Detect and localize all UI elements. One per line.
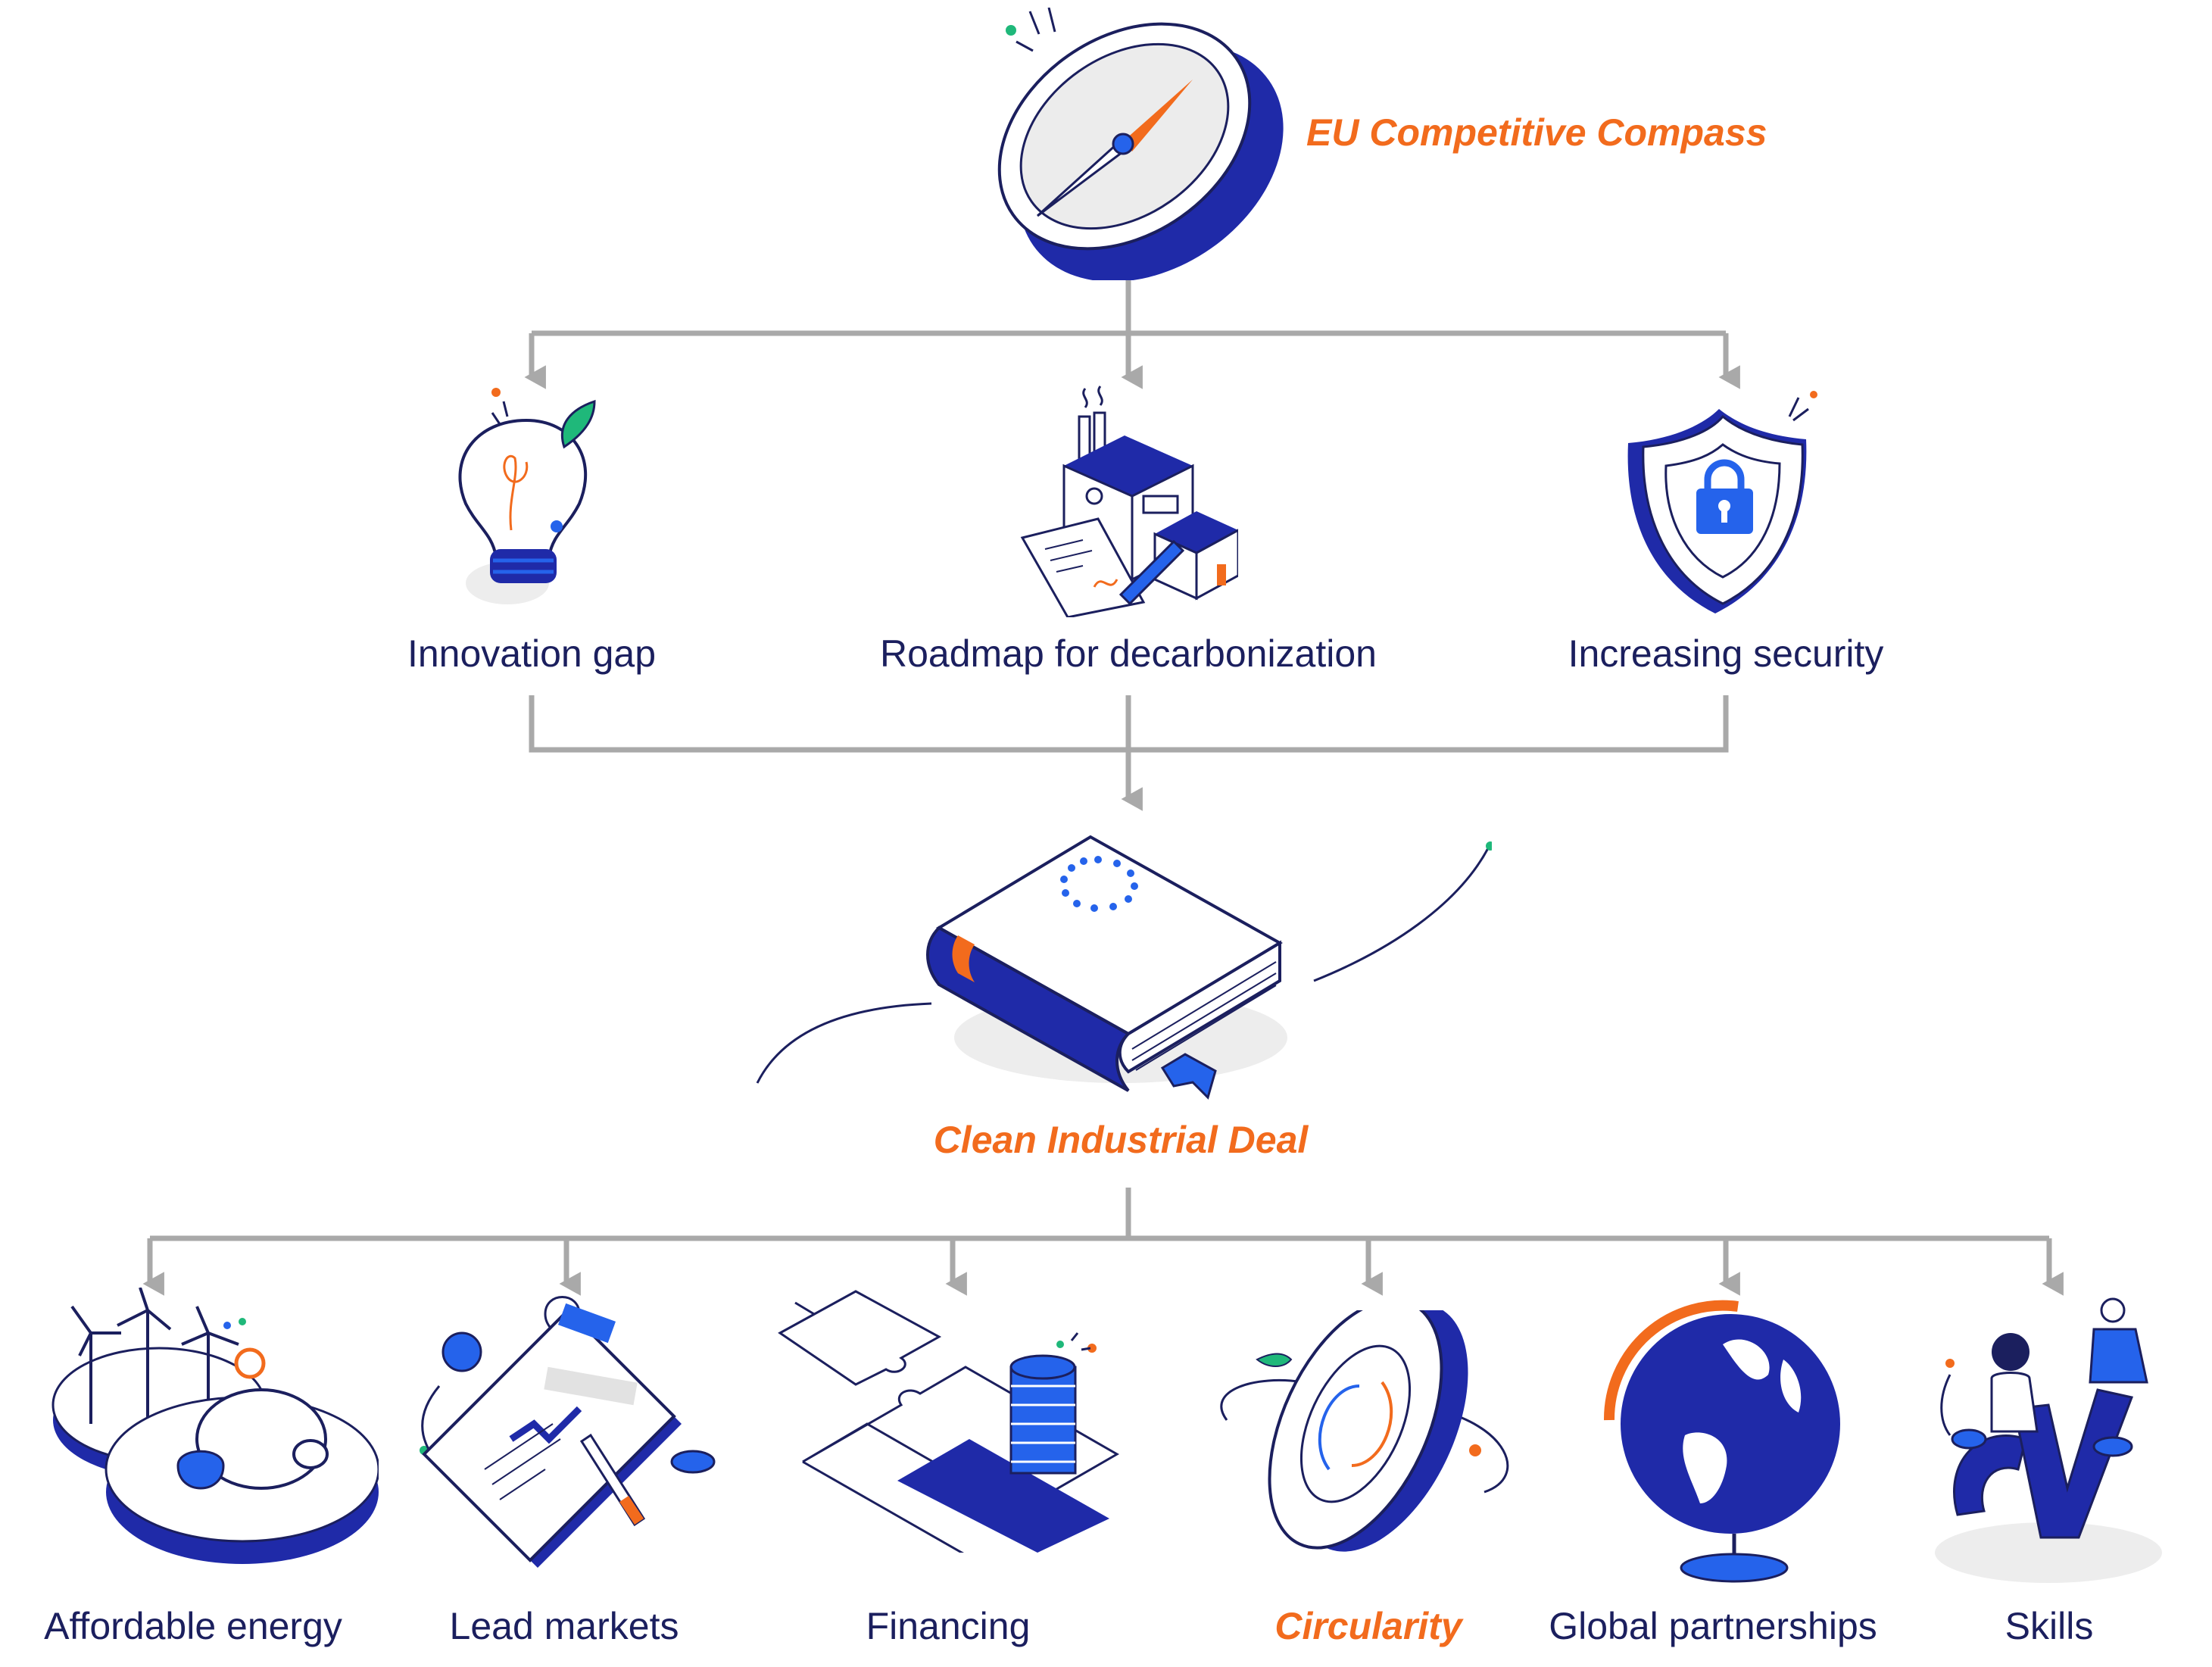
label-affordable-energy: Affordable energy [44,1605,342,1647]
cv-people-icon [1935,1297,2162,1583]
label-lead-markets: Lead markets [449,1605,679,1647]
label-global-partnerships: Global partnerships [1549,1605,1877,1647]
globe-icon [1603,1300,1840,1583]
label-circularity: Circularity [1274,1605,1462,1647]
compass-title: EU Competitive Compass [1306,111,1767,154]
eu-book-icon [756,835,1492,1100]
title-clean-industrial-deal: Clean Industrial Deal [933,1119,1309,1161]
label-financing: Financing [866,1605,1031,1647]
label-skills: Skills [2005,1605,2094,1647]
shield-lock-icon [1627,391,1817,613]
circular-coin-icon [1220,1310,1509,1552]
lightbulb-icon [458,388,596,604]
puzzle-coins-icon [778,1290,1120,1553]
compass-icon [997,8,1284,280]
label-roadmap-decarbonization: Roadmap for decarbonization [880,632,1377,675]
factory-icon [1020,386,1238,617]
label-increasing-security: Increasing security [1568,632,1884,675]
clipboard-chart-icon [420,1296,716,1568]
wind-turbine-piggy-bank-icon [51,1288,379,1564]
label-innovation-gap: Innovation gap [407,632,657,675]
